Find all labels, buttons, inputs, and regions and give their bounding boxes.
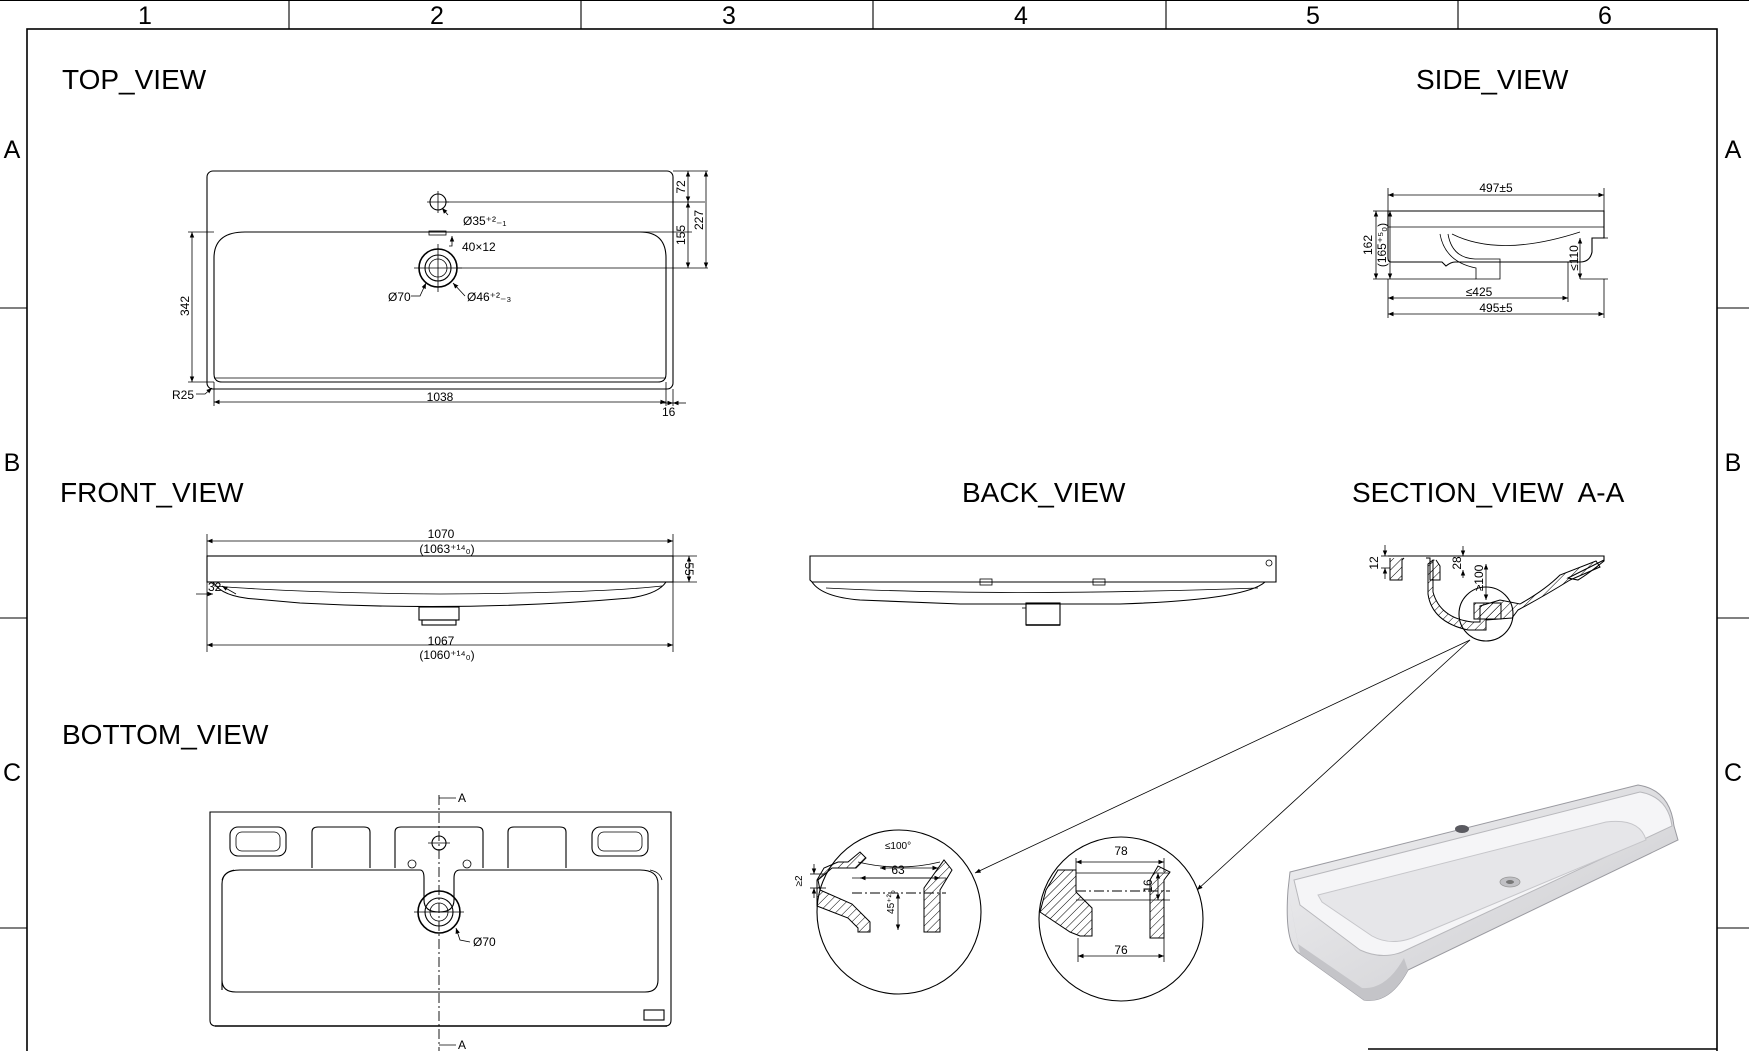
detail-leader-1	[974, 639, 1471, 874]
front-dim-1067: 1067	[428, 634, 455, 648]
bottom-section-a-top: A	[458, 791, 466, 805]
detail-2-drawing	[1038, 836, 1204, 1002]
detail2-dim-76: 76	[1114, 943, 1128, 957]
column-label-1: 1	[138, 2, 152, 30]
section-dim-28: 28	[1450, 556, 1464, 570]
section-dim-100: ≥100	[1472, 564, 1486, 591]
side-view-title: SIDE_VIEW	[1416, 64, 1569, 95]
column-label-4: 4	[1014, 2, 1028, 30]
bottom-view-title: BOTTOM_VIEW	[62, 719, 269, 750]
front-dim-1070: 1070	[428, 527, 455, 541]
side-dim-162: 162	[1361, 235, 1375, 255]
top-view-drawing	[188, 170, 709, 406]
side-dim-495: 495±5	[1479, 301, 1513, 315]
top-dim-r25: R25	[172, 388, 194, 402]
top-dim-155: 155	[674, 225, 688, 245]
top-dim-1038: 1038	[427, 390, 454, 404]
detail1-dim-angle: ≤100°	[885, 841, 911, 852]
section-view-drawing	[1381, 545, 1605, 642]
product-render-image	[1286, 784, 1679, 1001]
detail2-dim-78: 78	[1114, 844, 1128, 858]
detail2-dim-16: 16	[1141, 879, 1155, 893]
bottom-view-drawing	[209, 795, 672, 1051]
top-dim-16: 16	[662, 405, 676, 419]
section-view-title: SECTION_VIEW A-A	[1352, 477, 1625, 508]
top-dim-d70: Ø70	[388, 290, 411, 304]
back-view-title: BACK_VIEW	[962, 477, 1126, 508]
side-dim-425: ≤425	[1466, 285, 1493, 299]
front-view-drawing	[196, 534, 697, 652]
section-dim-12: 12	[1367, 556, 1381, 570]
column-label-3: 3	[722, 2, 736, 30]
row-label-c-left: C	[3, 759, 21, 787]
top-view-title: TOP_VIEW	[62, 64, 207, 95]
detail1-dim-45: 45⁺²₀	[886, 890, 897, 914]
detail1-dim-2: ≥2	[794, 875, 805, 886]
front-view-title: FRONT_VIEW	[60, 477, 244, 508]
side-dim-110: ≤110	[1567, 245, 1581, 271]
row-label-b-left: B	[4, 449, 21, 477]
row-label-b-right: B	[1725, 449, 1742, 477]
bottom-section-a-bottom: A	[458, 1038, 466, 1051]
detail1-dim-63: 63	[891, 863, 905, 877]
top-dim-d46: Ø46⁺²₋₃	[467, 290, 511, 304]
front-dim-1063: (1063⁺¹⁴₀)	[419, 542, 474, 556]
row-label-a-left: A	[4, 136, 21, 164]
top-dim-227: 227	[692, 210, 706, 230]
front-dim-1060: (1060⁺¹⁴₀)	[419, 648, 474, 662]
bottom-dim-d70: Ø70	[473, 935, 496, 949]
front-dim-55: 55	[682, 562, 696, 576]
column-label-2: 2	[430, 2, 444, 30]
column-label-6: 6	[1598, 2, 1612, 30]
detail-leader-2	[1196, 639, 1471, 891]
back-view-drawing	[809, 555, 1277, 626]
top-dim-72: 72	[674, 180, 688, 194]
row-label-a-right: A	[1725, 136, 1742, 164]
row-label-c-right: C	[1724, 759, 1742, 787]
column-label-5: 5	[1306, 2, 1320, 30]
front-dim-32: 32	[208, 580, 222, 594]
side-dim-165: (165⁺⁵₀)	[1375, 223, 1389, 267]
top-dim-342: 342	[178, 296, 192, 316]
detail-1-drawing	[810, 829, 982, 995]
side-dim-497: 497±5	[1479, 181, 1513, 195]
side-view-drawing	[1373, 188, 1608, 318]
top-dim-slot: 40×12	[462, 240, 496, 254]
top-dim-hole: Ø35⁺²₋₁	[463, 214, 506, 228]
